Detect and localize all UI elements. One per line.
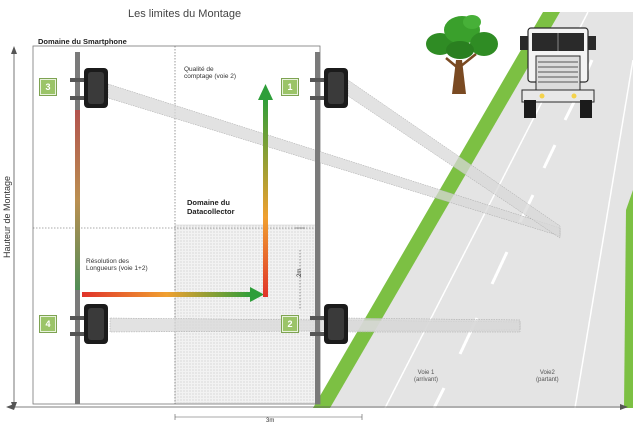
datacollector-domain: [174, 224, 318, 404]
sensor-icon: [310, 304, 348, 344]
height-axis-label: Hauteur de Montage: [2, 175, 12, 258]
sensor-icon: [70, 68, 108, 108]
tree-icon: [426, 15, 498, 94]
sensor-icon: [310, 68, 348, 108]
resolution-label: Résolution des Longueurs (voie 1+2): [86, 258, 148, 273]
bottom-axis-arrow-right: [620, 404, 628, 410]
bottom-axis-arrow-left: [6, 404, 14, 410]
resolution-arrow: [82, 287, 264, 302]
lane-1-label: Voie 1 (arrivant): [414, 370, 439, 383]
smartphone-domain-label: Domaine du Smartphone: [38, 37, 127, 46]
diagram-title: Les limites du Montage: [128, 8, 242, 20]
sensor-badge-2: 2: [282, 316, 298, 332]
detection-beams: [107, 79, 561, 333]
grass-strip: [313, 12, 560, 408]
datacollector-domain-label: Domaine du Datacollector: [187, 198, 235, 216]
sensor-badge-3: 3: [40, 79, 56, 95]
right-pole: [315, 52, 320, 404]
road-edge-line-right: [574, 59, 633, 409]
distance-label: 3m: [266, 418, 275, 424]
sensor-icon: [70, 304, 108, 344]
truck-icon: [520, 27, 596, 118]
quality-label: Qualité de comptage (voie 2): [184, 66, 237, 81]
height-axis-arrow-top: [11, 46, 17, 54]
quality-arrow: [258, 84, 273, 297]
sensor-badge-1: 1: [282, 79, 298, 95]
dimension-label: 2m: [297, 268, 303, 277]
right-edge-strip: [624, 190, 633, 408]
lane-2-label: Voie2 (partant): [536, 370, 559, 383]
sensor-badge-4: 4: [40, 316, 56, 332]
left-pole-strip: [75, 110, 80, 290]
